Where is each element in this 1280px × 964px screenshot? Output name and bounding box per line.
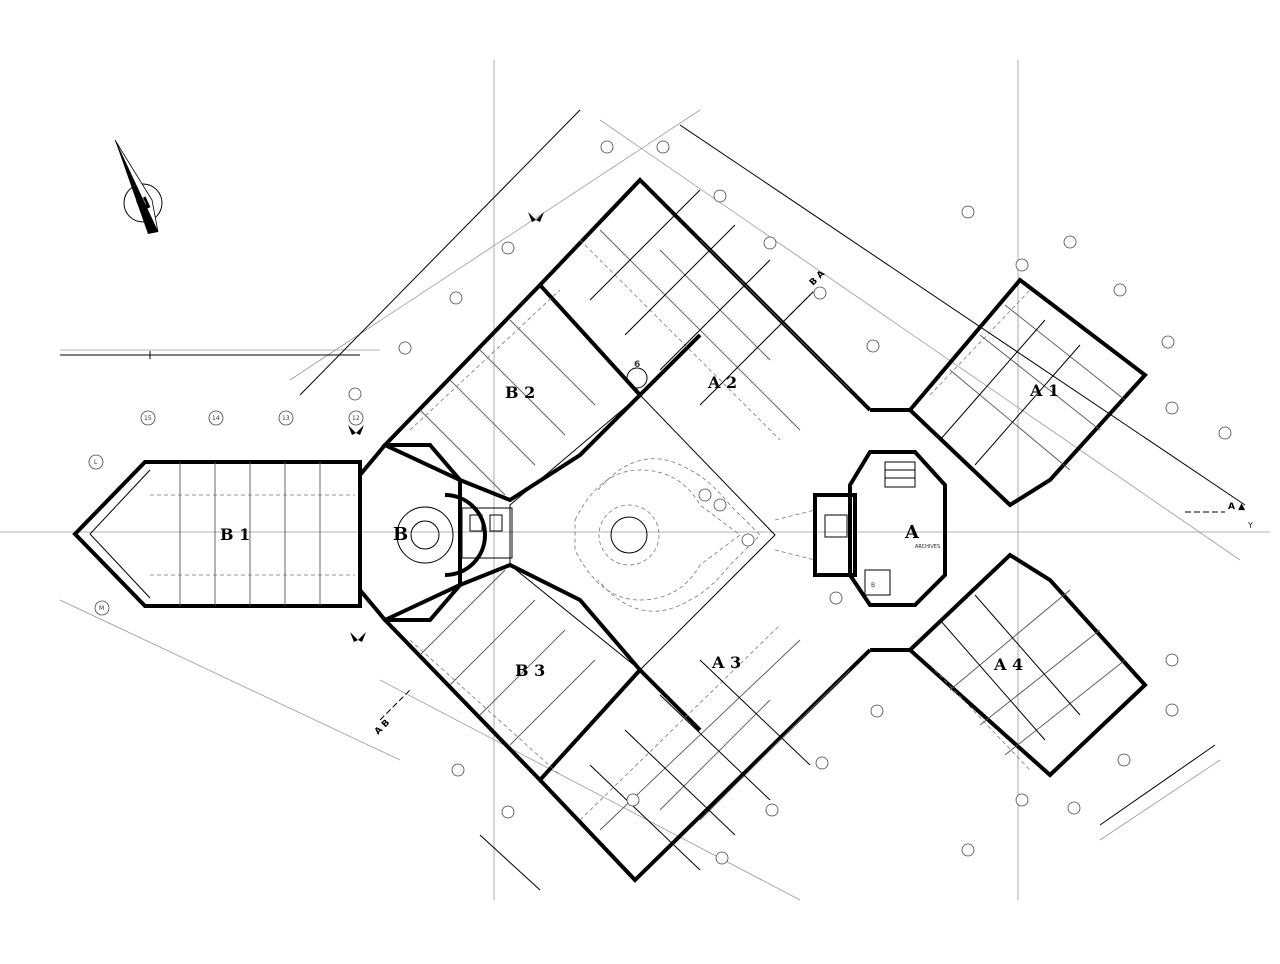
grid-bubble-13: 13	[282, 415, 290, 422]
archives-label: ARCHIVES	[915, 544, 940, 550]
wing-b3: B 3	[381, 562, 643, 783]
wing-a1-label: A 1	[1029, 381, 1059, 400]
wing-b2: B 2	[381, 282, 643, 503]
wing-a3: A 3	[538, 624, 872, 883]
entrance-markers	[348, 212, 544, 642]
grid-bubble-m: M	[99, 605, 104, 612]
section-ab-label: A B	[373, 718, 392, 737]
axis-y-label: Y	[1247, 521, 1253, 530]
wing-a2-label: A 2	[707, 373, 737, 392]
wing-b1: B 1	[72, 460, 362, 608]
section-aa-label: A ▲	[1228, 502, 1245, 512]
wing-a1: A 1	[907, 277, 1148, 508]
core-b-label: B	[393, 524, 408, 545]
wing-a4: A 4	[907, 552, 1148, 778]
wing-b2-label: B 2	[505, 383, 535, 402]
wing-a2: A 2	[538, 177, 872, 441]
grid-bubble-12: 12	[352, 415, 360, 422]
grid-bubble-14: 14	[212, 415, 220, 422]
wing-a3-label: A 3	[711, 653, 741, 672]
wing-a4-label: A 4	[993, 655, 1023, 674]
core-b: B	[358, 443, 513, 622]
special-marker-6: 6	[634, 360, 640, 370]
entrance-arrow-icon	[528, 212, 544, 222]
entrance-arrow-icon	[350, 632, 366, 642]
core-a: A ARCHIVES B	[813, 450, 947, 607]
section-ba-label: B A	[808, 269, 827, 288]
grid-bubbles-perimeter	[348, 140, 1232, 865]
grid-bubbles-b1: 15 14 13 12 L M	[88, 410, 364, 616]
dimension-lines	[60, 109, 1246, 891]
grid-bubble-15: 15	[144, 415, 152, 422]
wing-b3-label: B 3	[515, 661, 545, 680]
hall-to-core-a-link	[774, 408, 910, 652]
core-a-room-b-label: B	[871, 582, 875, 589]
central-hall	[509, 394, 776, 671]
grid-bubble-l: L	[94, 459, 98, 466]
entrance-arrow-icon	[348, 425, 364, 435]
wing-b1-label: B 1	[220, 525, 250, 544]
core-a-label: A	[904, 522, 920, 543]
north-arrow-icon: N	[114, 139, 163, 234]
